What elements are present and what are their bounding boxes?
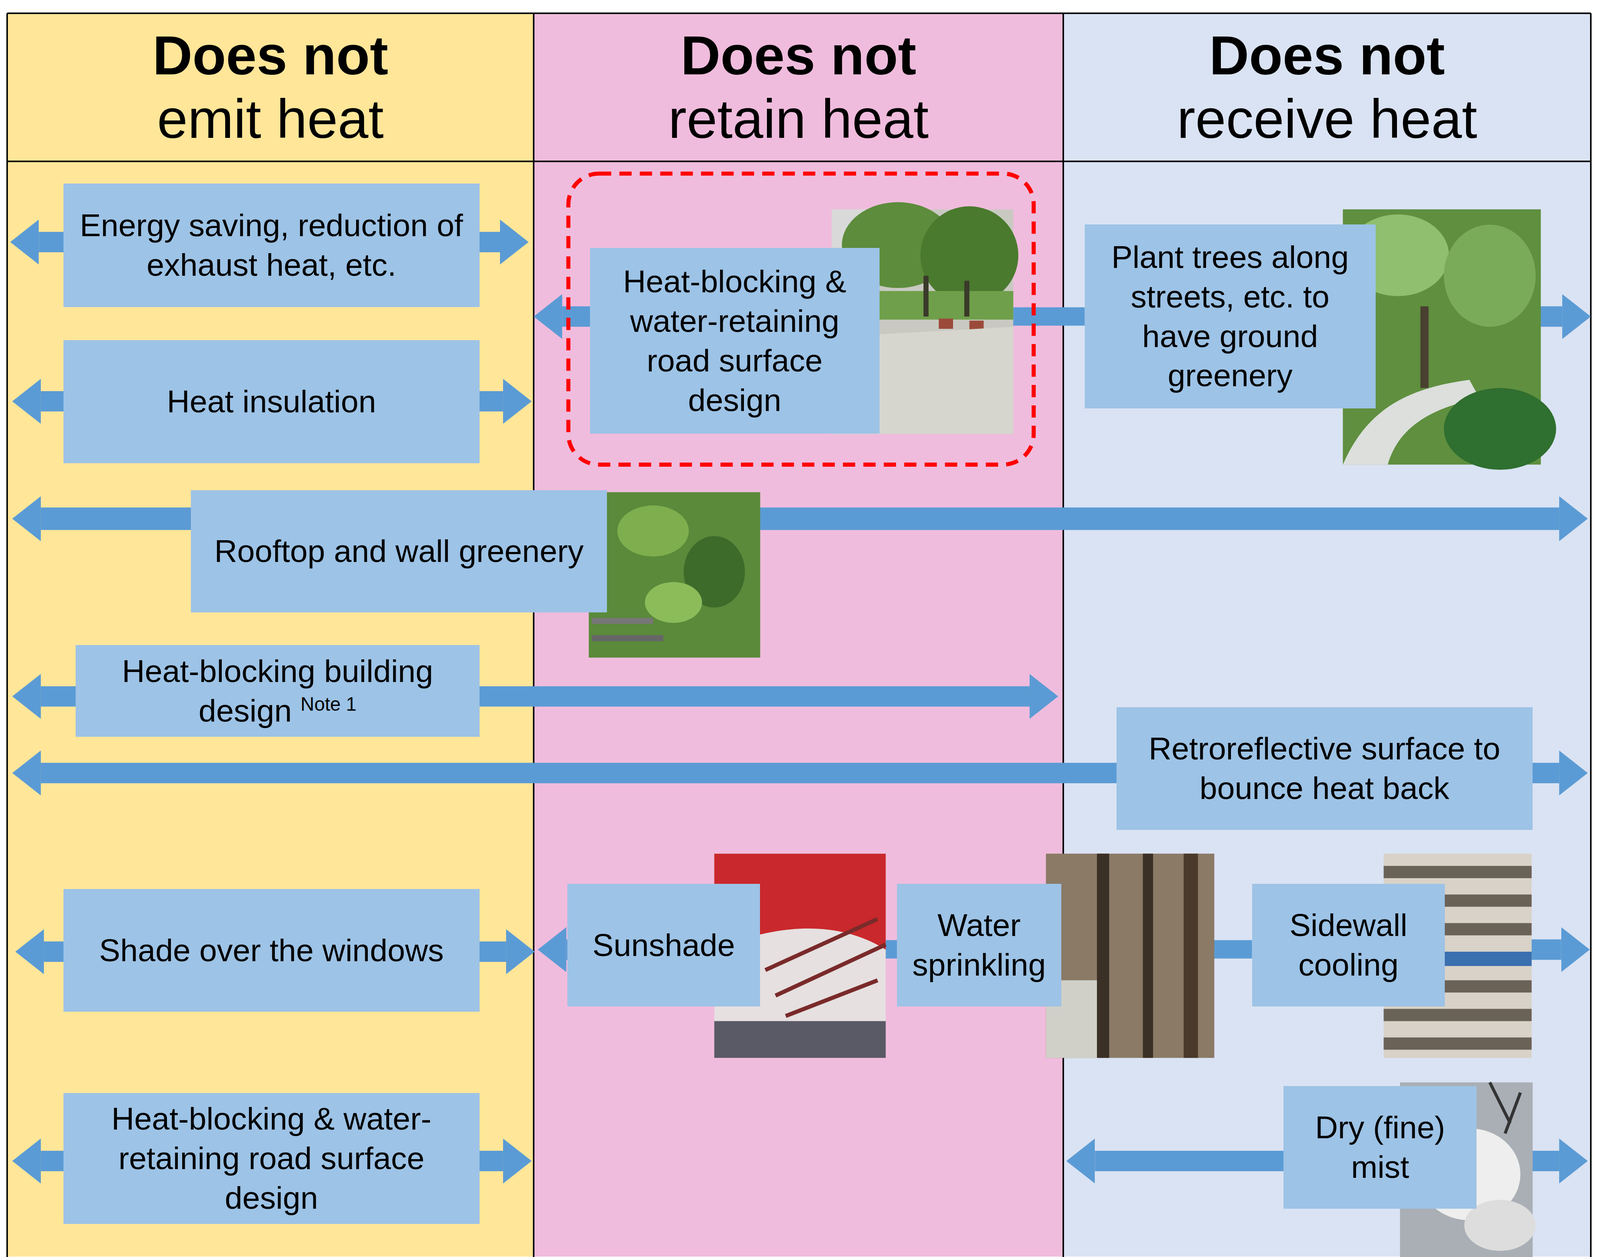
photo-lawn xyxy=(831,290,1014,320)
box-label: Dry (fine) mist xyxy=(1291,1107,1469,1187)
range-arrow xyxy=(40,762,1560,784)
sidewall-photo xyxy=(1383,853,1532,1058)
photo-foliage xyxy=(588,492,760,658)
measure-box: Water sprinkling xyxy=(896,883,1062,1007)
column-heading: Does not xyxy=(680,23,917,88)
box-label: Water sprinkling xyxy=(905,905,1054,985)
greenery-photo xyxy=(588,492,760,658)
range-arrow xyxy=(43,941,507,962)
photo-bar xyxy=(1096,853,1110,1058)
column-header: Does notretain heat xyxy=(533,13,1064,162)
photo-pipe xyxy=(1383,1008,1532,1021)
photo-pipe xyxy=(1383,1036,1532,1050)
grid-line xyxy=(6,13,9,1257)
measure-box: Heat-blocking & water-retaining road sur… xyxy=(63,1092,480,1224)
range-arrow xyxy=(40,390,504,412)
box-label: Energy saving, reduction of exhaust heat… xyxy=(71,205,472,285)
measure-box: Dry (fine) mist xyxy=(1283,1085,1477,1209)
photo-mist xyxy=(1464,1199,1536,1251)
photo-shadow xyxy=(714,1020,886,1058)
photo-pipe xyxy=(1383,980,1532,993)
photo-pipe xyxy=(1383,894,1532,907)
range-arrow-group xyxy=(38,241,1563,1161)
range-arrow xyxy=(38,231,500,253)
note-mark: Note 1 xyxy=(300,693,357,715)
photo-pipes xyxy=(1383,865,1532,1050)
photo-bush xyxy=(1443,387,1557,470)
box-label: Retroreflective surface to bounce heat b… xyxy=(1124,728,1525,808)
box-label: Plant trees along streets, etc. to have … xyxy=(1093,237,1368,396)
measure-box: Retroreflective surface to bounce heat b… xyxy=(1116,706,1534,830)
column-heading: retain heat xyxy=(668,87,929,151)
box-label: Heat insulation xyxy=(166,381,377,422)
range-arrow xyxy=(566,939,574,960)
photo-bar xyxy=(1143,853,1154,1058)
measure-box: Heat-blocking & water-retaining road sur… xyxy=(590,247,880,434)
photo-branch xyxy=(1490,1082,1521,1134)
box-label: Rooftop and wall greenery xyxy=(214,531,584,571)
photo-trunk xyxy=(1420,306,1429,388)
photo-ground xyxy=(1046,853,1215,1058)
photo-water xyxy=(1046,980,1097,1058)
column-heading: Does not xyxy=(152,23,389,88)
measure-box: Plant trees along streets, etc. to have … xyxy=(1084,224,1376,408)
measure-box: Heat insulation xyxy=(63,340,480,464)
column-header: Does notemit heat xyxy=(6,13,534,162)
box-label: Heat-blocking & water-retaining road sur… xyxy=(71,1098,472,1218)
photo-pipe xyxy=(1383,865,1532,878)
measure-box: Rooftop and wall greenery xyxy=(190,490,608,613)
photo-chair xyxy=(938,318,954,329)
photo-pavement xyxy=(831,326,1014,434)
photo-bar xyxy=(1183,853,1198,1058)
measure-box: Sunshade xyxy=(567,883,761,1007)
measure-box: Energy saving, reduction of exhaust heat… xyxy=(63,183,480,307)
box-label: Heat-blocking building design xyxy=(121,653,434,728)
photo-pipe xyxy=(1383,951,1532,966)
photo-trunk xyxy=(964,280,970,317)
photo-ground xyxy=(714,853,886,1058)
sunshade-photo xyxy=(714,853,886,1058)
photo-stripe xyxy=(591,617,654,624)
range-arrow xyxy=(40,1150,504,1171)
column-heading: receive heat xyxy=(1176,87,1477,151)
grid-line xyxy=(533,13,535,1257)
sprinkling-photo xyxy=(1046,853,1215,1058)
range-arrow xyxy=(40,686,1030,707)
mist-photo xyxy=(1400,1082,1536,1257)
range-arrow xyxy=(40,507,1560,530)
photo-leaves xyxy=(1346,214,1450,297)
box-label: Sidewall cooling xyxy=(1260,905,1437,985)
measure-box: Shade over the windows xyxy=(63,888,480,1012)
column-heading: Does not xyxy=(1209,23,1445,88)
road-photo xyxy=(831,202,1019,434)
measure-box: Heat-blocking building design Note 1 xyxy=(75,644,480,737)
grid-line xyxy=(6,12,1591,15)
grid-line xyxy=(6,160,1591,163)
column-header: Does notreceive heat xyxy=(1063,13,1591,162)
box-label: Sunshade xyxy=(592,925,736,965)
photo-leaves xyxy=(644,581,702,623)
photo-stripe xyxy=(591,634,664,641)
photo-trunk xyxy=(923,275,929,317)
column-heading: emit heat xyxy=(156,87,384,151)
grid-line xyxy=(1062,13,1065,1257)
box-label: Heat-blocking & water-retaining road sur… xyxy=(597,261,872,420)
trees-photo xyxy=(1343,209,1557,470)
photo-awning xyxy=(714,853,886,950)
heat-category-column: Does notemit heatEnergy saving, reductio… xyxy=(6,13,534,1257)
box-label: Shade over the windows xyxy=(99,930,444,970)
measure-box: Sidewall cooling xyxy=(1252,883,1446,1007)
photo-rope xyxy=(765,918,886,1016)
label-wrap: Heat-blocking building design Note 1 xyxy=(83,651,472,731)
photo-wall xyxy=(1383,853,1532,1058)
photo-leaves xyxy=(1443,224,1536,327)
highlight-frame xyxy=(568,173,1034,465)
table-grid xyxy=(6,13,1591,1257)
heat-category-column: Does notreceive heatPlant trees along st… xyxy=(1063,13,1591,1257)
grid-line xyxy=(1590,13,1592,1257)
photo-pipe xyxy=(1383,922,1532,935)
photo-leaves xyxy=(617,505,689,557)
